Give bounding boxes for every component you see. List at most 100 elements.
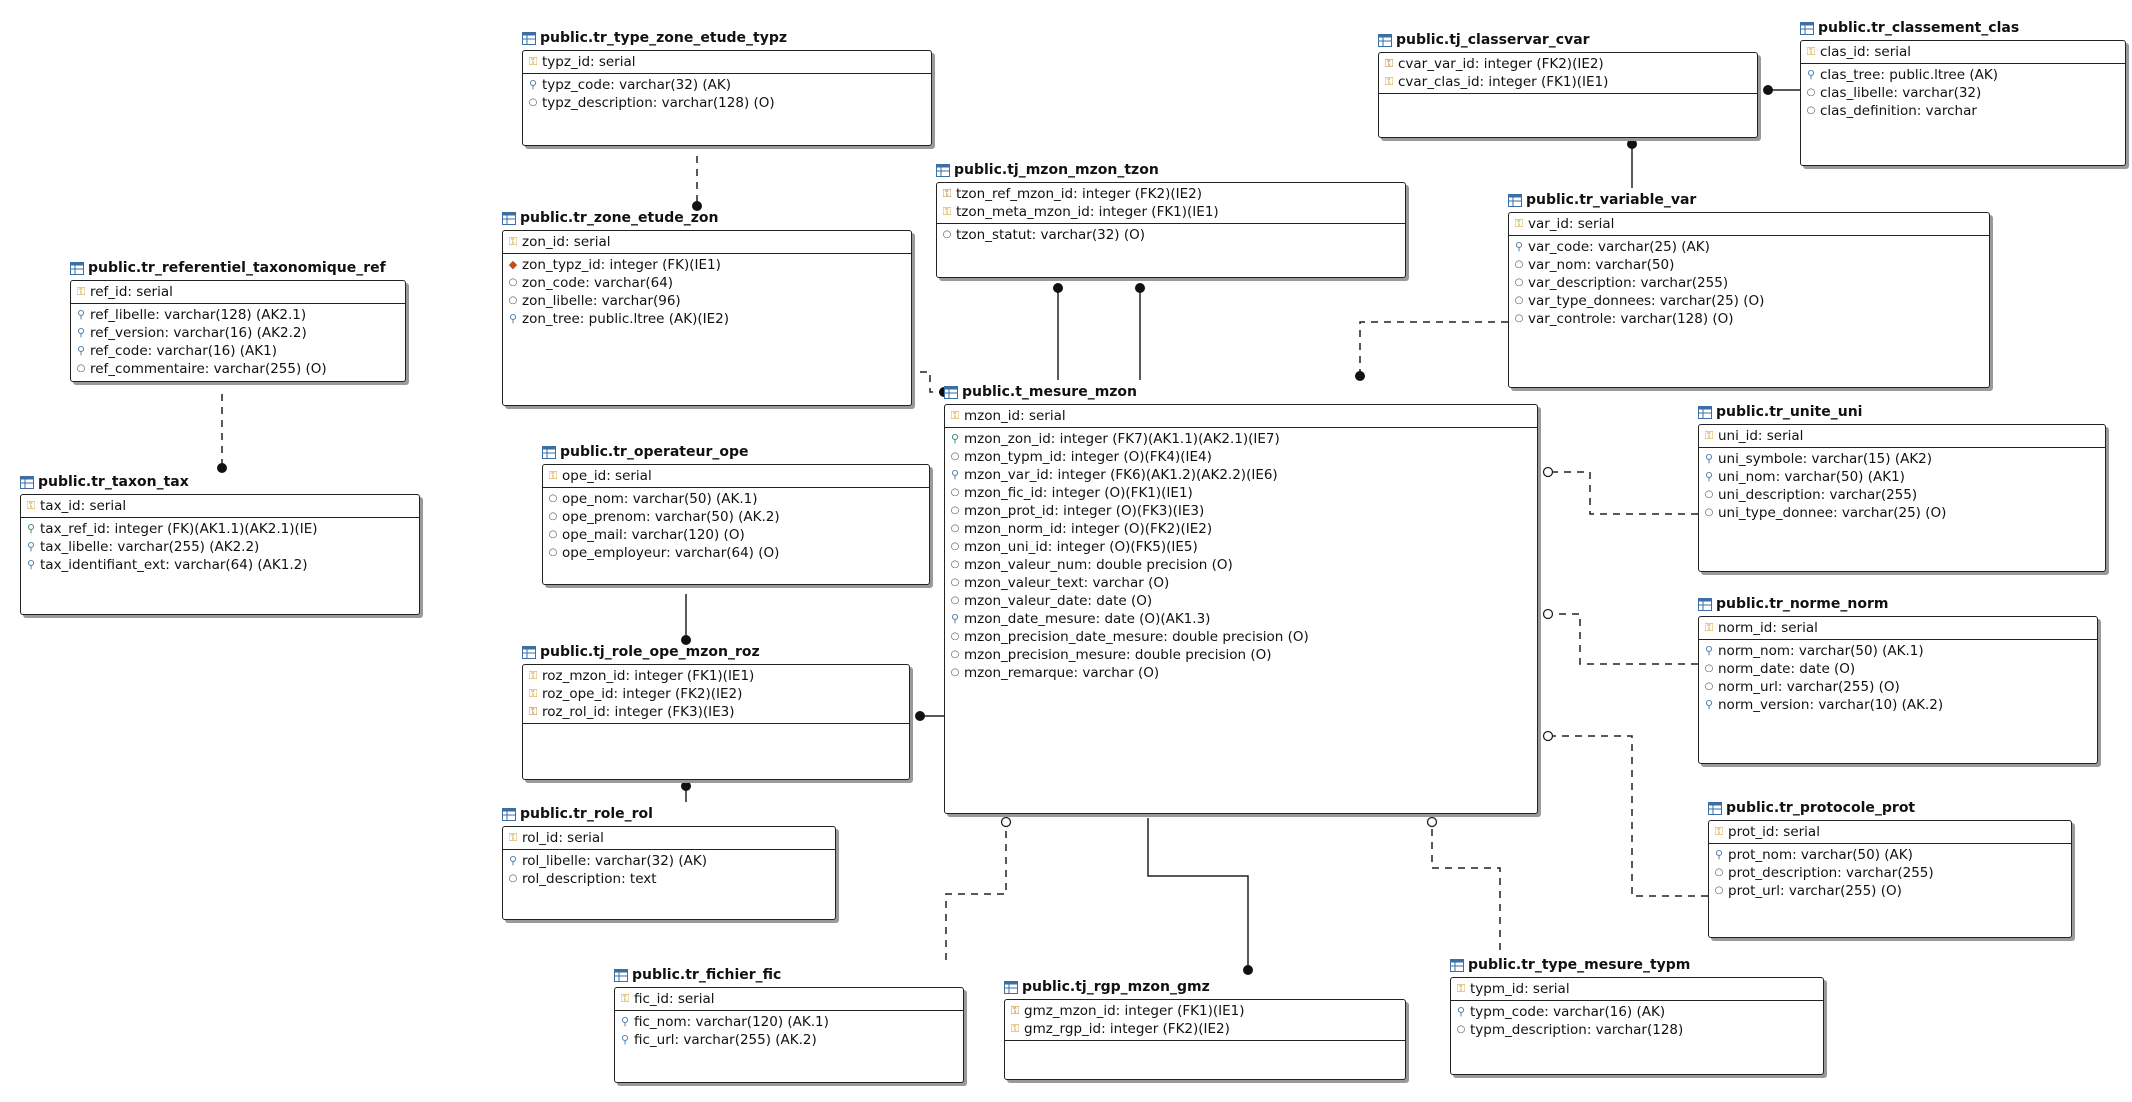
table-var[interactable]: public.tr_variable_var⚿var_id: serial⚲va… [1508,188,1990,388]
table-title: public.tj_mzon_mzon_tzon [936,158,1159,182]
table-mzon[interactable]: public.t_mesure_mzon⚿mzon_id: serial⚲mzo… [944,380,1538,814]
table-icon [542,445,556,459]
column-text: uni_symbole: varchar(15) (AK2) [1718,451,1933,467]
key-icon: ⚿ [528,669,538,682]
table-ope[interactable]: public.tr_operateur_ope⚿ope_id: serial○o… [542,440,930,585]
column-row: ⚲mzon_var_id: integer (FK6)(AK1.2)(AK2.2… [948,466,1534,484]
column-row: ○ope_employeur: varchar(64) (O) [546,544,926,562]
column-text: ref_libelle: varchar(128) (AK2.1) [90,307,307,323]
cardinality-dot [915,711,925,721]
key-icon: ⚿ [942,205,952,218]
column-row: ○zon_code: varchar(64) [506,274,908,292]
cardinality-dot [1627,139,1637,149]
column-icon: ○ [1514,313,1524,324]
table-norm[interactable]: public.tr_norme_norm⚿norm_id: serial⚲nor… [1698,592,2098,764]
column-text: prot_id: serial [1728,824,1820,840]
column-icon: ○ [76,363,86,374]
column-text: norm_id: serial [1718,620,1818,636]
column-row: ○mzon_norm_id: integer (O)(FK2)(IE2) [948,520,1534,538]
column-row: ○ope_nom: varchar(50) (AK.1) [546,490,926,508]
table-roz[interactable]: public.tj_role_ope_mzon_roz ⚿roz_mzon_id:… [522,640,910,780]
column-row: ⚲mzon_zon_id: integer (FK7)(AK1.1)(AK2.1… [948,430,1534,448]
column-text: typm_code: varchar(16) (AK) [1470,1004,1666,1020]
column-icon: ○ [1714,867,1724,878]
key-icon: ⚿ [26,499,36,512]
primary-key-section [1699,617,2097,640]
table-body: ⚿tzon_ref_mzon_id: integer (FK2)(IE2)⚿tz… [936,182,1406,278]
column-icon: ○ [1714,885,1724,896]
column-icon: ○ [548,511,558,522]
key-icon: ⚿ [1456,982,1466,995]
table-tax[interactable]: public.tr_taxon_tax⚿tax_id: serial⚲tax_r… [20,470,420,615]
column-row: ○norm_url: varchar(255) (O) [1702,678,2094,696]
primary-key-section [21,495,419,518]
column-row: ⚿prot_id: serial [1712,823,2068,841]
table-rol[interactable]: public.tr_role_rol⚿rol_id: serial⚲rol_li… [502,802,836,920]
column-row: ⚿roz_ope_id: integer (FK2)(IE2) [526,685,906,703]
column-text: zon_libelle: varchar(96) [522,293,681,309]
table-zon[interactable]: public.tr_zone_etude_zon⚿zon_id: serial◆… [502,206,912,406]
key-icon: ⚿ [1384,75,1394,88]
column-row: ⚲prot_nom: varchar(50) (AK) [1712,846,2068,864]
table-cvar[interactable]: public.tj_classervar_cvar⚿cvar_var_id: i… [1378,28,1758,138]
table-uni[interactable]: public.tr_unite_uni⚿uni_id: serial⚲uni_s… [1698,400,2106,572]
table-body: ⚿var_id: serial⚲var_code: varchar(25) (A… [1508,212,1990,388]
column-icon: ○ [950,505,960,516]
table-typm[interactable]: public.tr_type_mesure_typm⚿typm_id: seri… [1450,953,1824,1075]
table-body: ⚿mzon_id: serial⚲mzon_zon_id: integer (F… [944,404,1538,814]
key-icon: ⚿ [1514,217,1524,230]
table-typz[interactable]: public.tr_type_zone_etude_typz⚿typz_id: … [522,26,932,146]
alt-key-icon: ⚲ [76,344,86,357]
column-icon: ○ [1704,663,1714,674]
table-title: public.tr_role_rol [502,802,653,826]
column-text: prot_url: varchar(255) (O) [1728,883,1902,899]
table-tzon[interactable]: public.tj_mzon_mzon_tzon⚿tzon_ref_mzon_i… [936,158,1406,278]
fk-key-icon: ⚿ [942,187,952,200]
column-text: typm_id: serial [1470,981,1570,997]
table-clas[interactable]: public.tr_classement_clas ⚿clas_id: seria… [1800,16,2126,166]
column-text: cvar_var_id: integer (FK2)(IE2) [1398,56,1604,72]
column-icon: ○ [950,667,960,678]
column-row: ○mzon_fic_id: integer (O)(FK1)(IE1) [948,484,1534,502]
alt-key-icon: ⚲ [620,1033,630,1046]
table-title: public.tj_role_ope_mzon_roz [522,640,760,664]
column-icon: ○ [1514,259,1524,270]
column-row: ⚲fic_nom: varchar(120) (AK.1) [618,1013,960,1031]
relationship-line [1763,85,1800,95]
column-icon: ○ [1514,295,1524,306]
cardinality-dot [1355,371,1365,381]
optional-cardinality-circle [1542,730,1554,742]
table-body: ⚿uni_id: serial ⚲ uni_symbole: varchar(15)… [1698,424,2106,572]
table-name: public.tr_classement_clas [1818,20,2020,36]
table-prot[interactable]: public.tr_protocole_prot⚿prot_id: serial… [1708,796,2072,938]
table-title: public.tr_norme_norm [1698,592,1888,616]
column-row: ⚿norm_id: serial [1702,619,2094,637]
alt-key-icon: ⚲ [508,312,518,325]
column-icon: ○ [508,277,518,288]
table-fic[interactable]: public.tr_fichier_fic⚿fic_id: serial⚲fic… [614,963,964,1083]
cardinality-dot [692,201,702,211]
table-body: ⚿clas_id: serial⚲clas_tree: public.ltree… [1800,40,2126,166]
column-row: ⚿cvar_var_id: integer (FK2)(IE2) [1382,55,1754,73]
primary-key-section [503,827,835,850]
column-row: ⚿tzon_ref_mzon_id: integer (FK2)(IE2) [940,185,1402,203]
column-icon: ○ [548,493,558,504]
column-row: ○uni_type_donnee: varchar(25) (O) [1702,504,2102,522]
column-row: ⚿uni_id: serial [1702,427,2102,445]
column-row: ○norm_date: date (O) [1702,660,2094,678]
column-row: ⚿roz_mzon_id: integer (FK1)(IE1) [526,667,906,685]
column-icon: ○ [508,873,518,884]
column-text: mzon_var_id: integer (FK6)(AK1.2)(AK2.2)… [964,467,1278,483]
column-text: rol_description: text [522,871,657,887]
table-name: public.tr_zone_etude_zon [520,210,719,226]
column-row: ⚿var_id: serial [1512,215,1986,233]
column-row: ○mzon_precision_mesure: double precision… [948,646,1534,664]
table-gmz[interactable]: public.tj_rgp_mzon_gmz⚿gmz_mzon_id: inte… [1004,975,1406,1080]
column-row: ⚿zon_id: serial [506,233,908,251]
alt-key-icon: ⚲ [1704,470,1714,483]
table-title: public.tr_fichier_fic [614,963,781,987]
fk-key-icon: ⚿ [1010,1004,1020,1017]
table-ref[interactable]: public.tr_referentiel_taxonomique_ref⚿re… [70,256,406,382]
alt-key-icon: ⚲ [26,540,36,553]
table-body: ⚿ope_id: serial○ope_nom: varchar(50) (AK… [542,464,930,585]
